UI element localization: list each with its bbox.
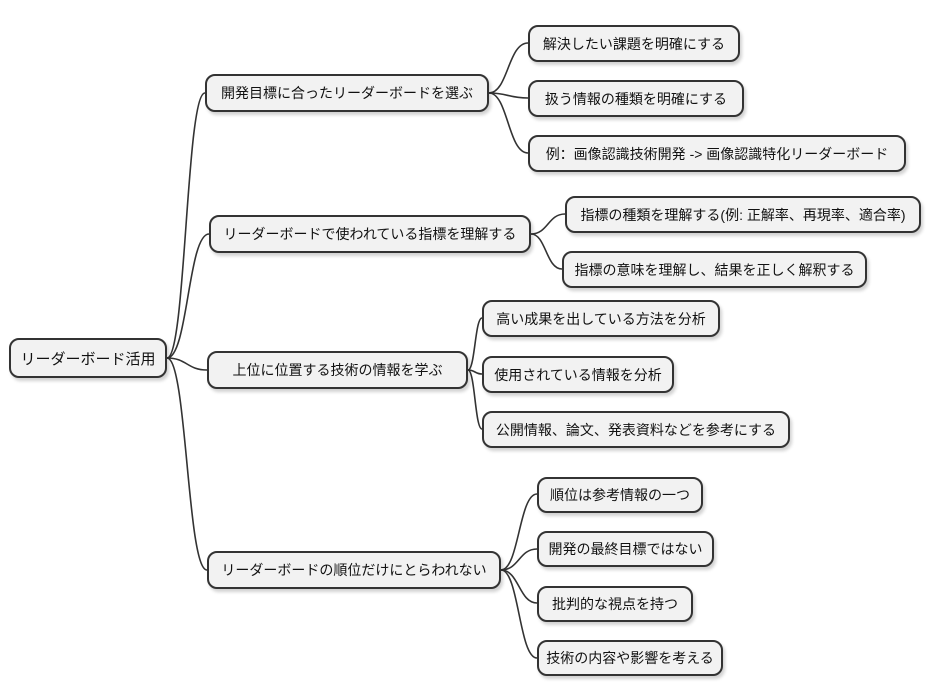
- leaf-node: 指標の意味を理解し、結果を正しく解釈する: [562, 251, 867, 288]
- connector-line: [166, 357, 208, 371]
- branch-node: 上位に位置する技術の情報を学ぶ: [207, 351, 468, 389]
- connector-line: [467, 369, 483, 430]
- leaf-node: 批判的な視点を持つ: [537, 586, 693, 622]
- leaf-node: 技術の内容や影響を考える: [537, 640, 723, 676]
- branch-node: 開発目標に合ったリーダーボードを選ぶ: [205, 74, 489, 112]
- connector-line: [488, 92, 529, 154]
- connector-line: [467, 317, 483, 371]
- connector-line: [530, 213, 566, 235]
- leaf-node: 指標の種類を理解する(例: 正解率、再現率、適合率): [565, 196, 921, 233]
- leaf-node: 解決したい課題を明確にする: [528, 25, 740, 62]
- connector-line: [500, 569, 538, 604]
- leaf-node: 高い成果を出している方法を分析: [482, 300, 720, 337]
- leaf-node: 順位は参考情報の一つ: [537, 477, 703, 513]
- connector-line: [500, 569, 538, 659]
- connector-line: [500, 493, 538, 571]
- connector-line: [166, 233, 210, 359]
- connector-line: [166, 357, 208, 571]
- connector-line: [530, 233, 563, 270]
- branch-node: リーダーボードの順位だけにとらわれない: [207, 551, 501, 589]
- connector-line: [467, 369, 483, 375]
- leaf-node: 扱う情報の種類を明確にする: [528, 80, 744, 117]
- connector-line: [500, 548, 538, 571]
- connector-line: [166, 92, 206, 359]
- leaf-node: 使用されている情報を分析: [482, 356, 674, 393]
- connector-line: [488, 42, 529, 94]
- leaf-node: 開発の最終目標ではない: [537, 531, 714, 567]
- connector-line: [488, 92, 529, 99]
- root-node: リーダーボード活用: [9, 338, 167, 378]
- branch-node: リーダーボードで使われている指標を理解する: [209, 215, 531, 253]
- leaf-node: 公開情報、論文、発表資料などを参考にする: [482, 411, 790, 448]
- leaf-node: 例：画像認識技術開発 -> 画像認識特化リーダーボード: [528, 135, 906, 172]
